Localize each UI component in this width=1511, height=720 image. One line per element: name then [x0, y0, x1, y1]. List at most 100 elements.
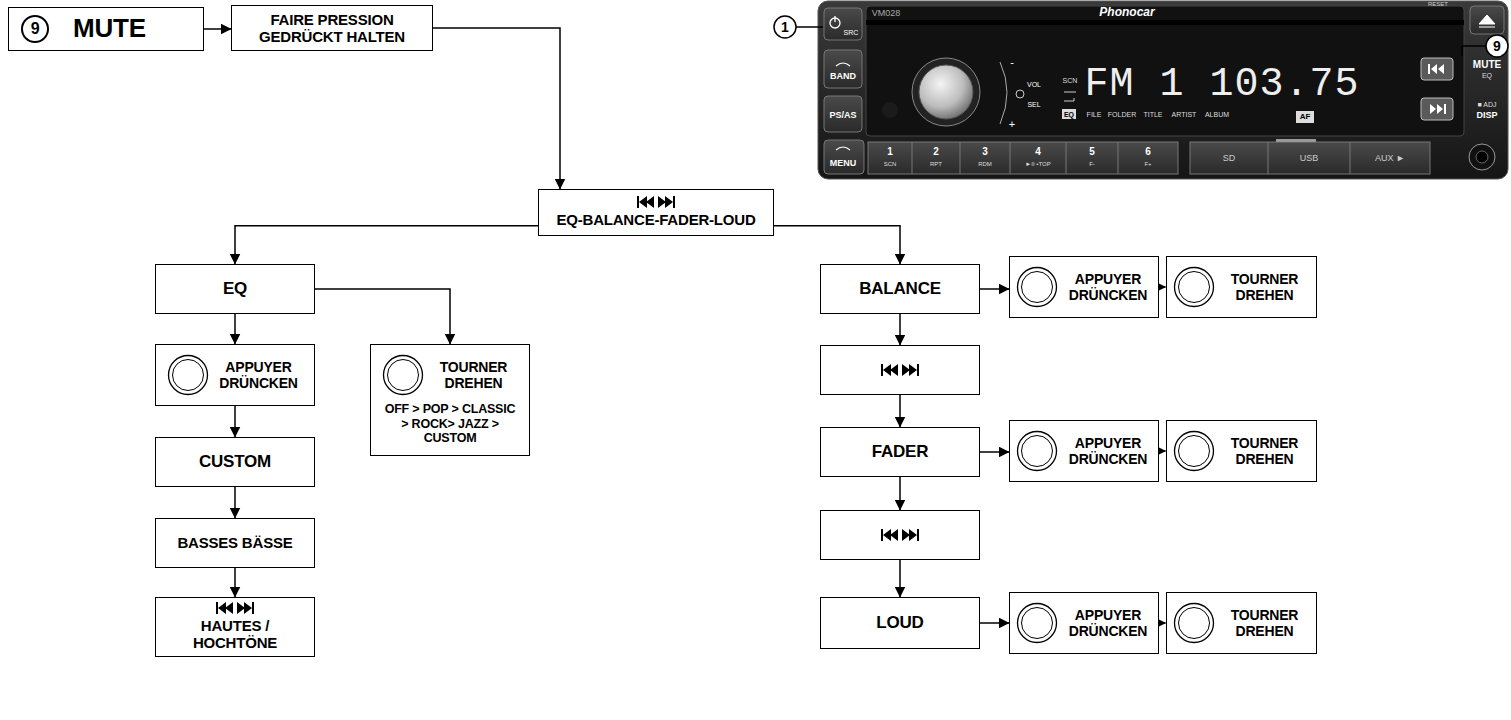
device-label: ■ ADJ: [1477, 101, 1496, 108]
knob-icon: [167, 354, 209, 396]
skip-step-box: [820, 345, 980, 395]
knob-action-box: APPUYER DRÜNCKEN: [1009, 256, 1159, 318]
icon-holder: [1016, 266, 1058, 308]
prev-next-icon: [216, 602, 254, 614]
step-text: EQ-BALANCE-FADER-LOUD: [556, 211, 755, 228]
icon-holder: [382, 354, 424, 396]
device-label: -: [1010, 57, 1014, 68]
knob-icon: [1173, 430, 1215, 472]
flow-arrow: [204, 28, 231, 30]
flow-arrow: [315, 289, 450, 344]
device-label: F+: [1144, 161, 1151, 167]
device-label: SCN: [1063, 77, 1078, 84]
device-label: RPT: [930, 161, 942, 167]
icon-holder: [1173, 266, 1215, 308]
device-label: USB: [1300, 154, 1319, 163]
icon-holder: [1016, 602, 1058, 644]
menu-box: FAIRE PRESSION GEDRÜCKT HALTEN: [231, 5, 433, 51]
prev-next-icon: [881, 364, 919, 376]
knob-row: APPUYER DRÜNCKEN: [167, 354, 304, 396]
action-text: APPUYER DRÜNCKEN: [1063, 435, 1153, 467]
device-label: 3: [982, 147, 988, 157]
knob-row: APPUYER DRÜNCKEN: [1016, 602, 1152, 644]
device-label: SD: [1223, 154, 1236, 163]
knob-icon: [1016, 430, 1058, 472]
icon-holder: [637, 196, 675, 208]
prev-next-icon: [637, 196, 675, 208]
knob-action-box: TOURNER DREHEN: [1166, 256, 1317, 318]
device-label: RDM: [978, 161, 992, 167]
device-label: F-: [1089, 161, 1095, 167]
knob-icon: [1173, 602, 1215, 644]
knob-icon: [382, 354, 424, 396]
flow-arrow: [234, 568, 236, 597]
display-readout: FM 1 103.75: [1084, 65, 1359, 105]
menu-box: BASSES BÄSSE: [155, 518, 315, 568]
icon-holder: [167, 354, 209, 396]
menu-box: CUSTOM: [155, 437, 315, 487]
action-text: TOURNER DREHEN: [1220, 607, 1310, 639]
icon-holder: [216, 602, 254, 614]
flow-arrow: [899, 314, 901, 345]
device-label: DISP: [1476, 111, 1497, 120]
menu-box: EQ: [155, 264, 315, 314]
knob-action-box: TOURNER DREHEN OFF > POP > CLASSIC > ROCK…: [370, 344, 530, 456]
callout-number: 1: [781, 20, 789, 34]
flow-arrow: [899, 477, 901, 510]
device-label: SCN: [884, 161, 897, 167]
device-label: EQ: [1064, 111, 1074, 118]
device-label: TITLE: [1143, 111, 1162, 118]
callout-number: 9: [21, 15, 49, 43]
callout-number: 9: [1493, 39, 1501, 53]
step-text: LOUD: [876, 613, 923, 633]
device-label: VOL: [1027, 81, 1041, 88]
flow-arrow: [235, 226, 538, 264]
device-label: SRC: [844, 29, 859, 36]
knob-row: TOURNER DREHEN: [1173, 602, 1310, 644]
action-text: TOURNER DREHEN: [429, 359, 519, 391]
knob-icon: [1016, 602, 1058, 644]
step-text: HAUTES / HOCHTÖNE: [162, 617, 308, 652]
device-label: 6: [1145, 147, 1151, 157]
step-text: FAIRE PRESSION GEDRÜCKT HALTEN: [238, 11, 426, 46]
skip-step-box: [820, 510, 980, 560]
knob-row: APPUYER DRÜNCKEN: [1016, 266, 1152, 308]
flow-arrow: [433, 28, 560, 189]
knob-action-box: APPUYER DRÜNCKEN: [1009, 592, 1159, 654]
device-label: 1: [887, 147, 893, 157]
device-label: FILE: [1087, 111, 1102, 118]
device-label: 2: [933, 147, 939, 157]
device-label: ►II •TOP: [1025, 161, 1050, 167]
flow-arrow: [234, 487, 236, 518]
menu-box: FADER: [820, 427, 980, 477]
flow-arrow: [980, 622, 1009, 624]
action-text: APPUYER DRÜNCKEN: [1063, 607, 1153, 639]
action-text: APPUYER DRÜNCKEN: [214, 359, 304, 391]
device-label: Phonocar: [1099, 6, 1154, 18]
preset-list: OFF > POP > CLASSIC > ROCK> JAZZ > CUSTO…: [380, 402, 520, 445]
step-text: EQ: [223, 279, 247, 299]
knob-action-box: TOURNER DREHEN: [1166, 420, 1317, 482]
flow-arrow: [899, 560, 901, 597]
device-label: MUTE: [1473, 60, 1501, 70]
step-text: BASSES BÄSSE: [177, 534, 292, 551]
knob-icon: [1016, 266, 1058, 308]
knob-action-box: TOURNER DREHEN: [1166, 592, 1317, 654]
flow-arrow: [234, 314, 236, 344]
device-label: ALBUM: [1205, 111, 1229, 118]
device-label: ARTIST: [1172, 111, 1197, 118]
device-label: 5: [1089, 147, 1095, 157]
icon-holder: [1016, 430, 1058, 472]
knob-row: TOURNER DREHEN: [1173, 430, 1310, 472]
knob-row: TOURNER DREHEN: [1173, 266, 1310, 308]
action-text: TOURNER DREHEN: [1220, 435, 1310, 467]
device-label: FOLDER: [1108, 111, 1136, 118]
flow-arrow: [234, 406, 236, 437]
skip-step-box: EQ-BALANCE-FADER-LOUD: [538, 189, 774, 236]
device-label: +: [1009, 119, 1015, 130]
device-label: VM028: [872, 9, 901, 18]
knob-action-box: APPUYER DRÜNCKEN: [155, 344, 315, 406]
device-label: RESET: [1428, 1, 1448, 7]
menu-box: 9MUTE: [8, 7, 204, 51]
